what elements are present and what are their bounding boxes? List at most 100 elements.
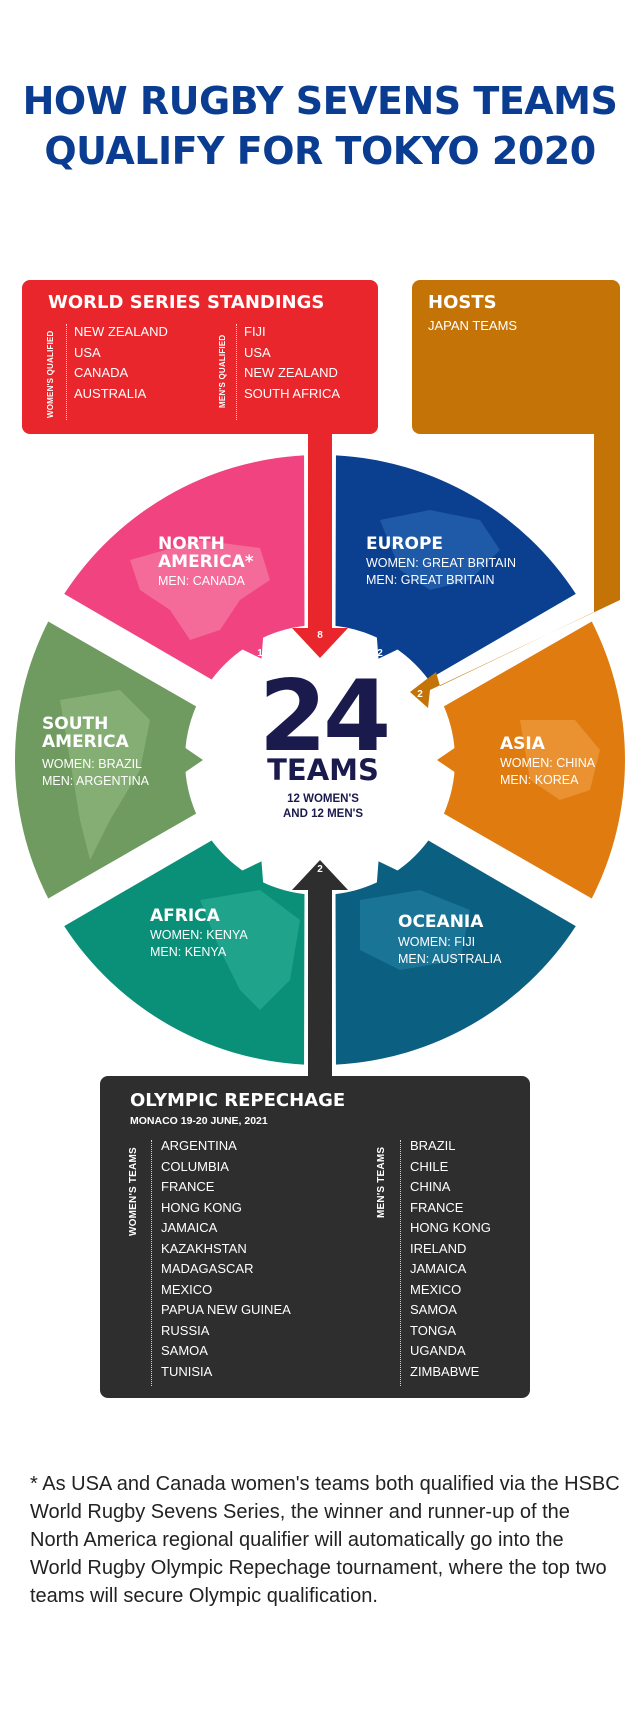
repechage-subheading: MONACO 19-20 JUNE, 2021 <box>130 1115 268 1127</box>
repechage-women-team: RUSSIA <box>161 1322 210 1338</box>
repechage-men-team: SAMOA <box>410 1302 457 1317</box>
mens-count-text: AND 12 MEN'S <box>282 808 364 820</box>
repechage-women-team: MADAGASCAR <box>161 1261 254 1276</box>
repechage-women-team: JAMAICA <box>161 1220 218 1235</box>
repechage-box: OLYMPIC REPECHAGE MONACO 19-20 JUNE, 202… <box>100 1076 530 1398</box>
world-series-box: WORLD SERIES STANDINGS WOMEN'S QUALIFIED… <box>22 280 378 434</box>
repechage-women-team: TUNISIA <box>161 1363 213 1379</box>
title-line-1: HOW RUGBY SEVENS TEAMS <box>22 79 618 123</box>
oceania-men: MEN: AUSTRALIA <box>398 952 502 966</box>
men-qualified-divider <box>236 324 237 420</box>
europe-men: MEN: GREAT BRITAIN <box>366 573 495 587</box>
women-qualified-label: WOMEN'S QUALIFIED <box>46 330 55 418</box>
repechage-men-team: MEXICO <box>410 1281 462 1297</box>
repechage-men-team: CHILE <box>410 1158 449 1174</box>
repechage-connector-arrow <box>292 860 348 1080</box>
repechage-women-team: MEXICO <box>161 1281 213 1297</box>
repechage-men-team: TONGA <box>410 1322 456 1338</box>
page-title: HOW RUGBY SEVENS TEAMS QUALIFY FOR TOKYO… <box>0 76 640 176</box>
repechage-women-team: SAMOA <box>161 1343 208 1358</box>
hosts-subtitle: JAPAN TEAMS <box>428 318 518 333</box>
repechage-women-team: ARGENTINA <box>161 1138 237 1153</box>
south-america-map-icon <box>60 690 150 860</box>
men-qualified-team: SOUTH AFRICA <box>244 385 341 401</box>
women-qualified-team: CANADA <box>74 365 129 380</box>
asia-count: 2 <box>433 748 439 759</box>
north-america-name-2: AMERICA* <box>158 552 254 572</box>
footnote: * As USA and Canada women's teams both q… <box>30 1473 620 1607</box>
women-qualified-team: AUSTRALIA <box>74 385 147 401</box>
repechage-men-team: JAMAICA <box>410 1261 467 1276</box>
africa-women: WOMEN: KENYA <box>150 928 248 942</box>
repechage-men-team: BRAZIL <box>410 1138 456 1153</box>
south-america-name-2: AMERICA <box>42 732 129 752</box>
world-series-count: 8 <box>317 630 323 641</box>
total-teams-label: TEAMS <box>267 753 379 787</box>
hosts-heading: HOSTS <box>428 292 497 313</box>
asia-map-icon <box>520 720 600 800</box>
womens-count-text: 12 WOMEN'S <box>287 793 359 805</box>
south-america-men: MEN: ARGENTINA <box>42 774 149 788</box>
repechage-women-list: ARGENTINA COLUMBIA FRANCE HONG KONG JAMAICA K… <box>161 1136 291 1382</box>
north-america-map-icon <box>130 540 270 640</box>
north-america-men: MEN: CANADA <box>158 574 245 588</box>
south-america-arrow <box>181 745 203 775</box>
africa-arrow <box>238 861 264 887</box>
repechage-men-team: FRANCE <box>410 1199 464 1215</box>
repechage-women-team: HONG KONG <box>161 1199 242 1215</box>
oceania-arrow <box>376 861 402 887</box>
oceania-count: 2 <box>377 842 383 853</box>
total-teams-number: 24 <box>258 660 391 774</box>
total-teams-breakdown: 12 WOMEN'S AND 12 MEN'S <box>248 792 398 822</box>
repechage-women-label: WOMEN'S TEAMS <box>128 1147 139 1236</box>
women-qualified-list: NEW ZEALAND USA CANADA AUSTRALIA <box>74 322 168 404</box>
hosts-count: 2 <box>417 689 423 700</box>
repechage-men-team: HONG KONG <box>410 1220 491 1235</box>
repechage-men-team: UGANDA <box>410 1343 466 1358</box>
women-qualified-team: NEW ZEALAND <box>74 324 168 339</box>
women-qualified-divider <box>66 324 67 420</box>
repechage-heading: OLYMPIC REPECHAGE <box>130 1090 346 1111</box>
repechage-women-team: COLUMBIA <box>161 1158 229 1174</box>
hosts-box: HOSTS JAPAN TEAMS <box>412 280 620 434</box>
asia-women: WOMEN: CHINA <box>500 756 596 770</box>
repechage-women-team: KAZAKHSTAN <box>161 1240 247 1256</box>
men-qualified-team: FIJI <box>244 324 266 339</box>
europe-name: EUROPE <box>366 534 444 554</box>
europe-map-icon <box>380 510 500 590</box>
women-qualified-team: USA <box>74 344 101 360</box>
world-series-connector-arrow <box>292 420 348 658</box>
europe-women: WOMEN: GREAT BRITAIN <box>366 556 517 570</box>
oceania-women: WOMEN: FIJI <box>398 935 476 949</box>
repechage-men-list: BRAZIL CHILE CHINA FRANCE HONG KONG IRELAND JA… <box>410 1136 491 1382</box>
repechage-men-team: IRELAND <box>410 1240 467 1256</box>
men-qualified-list: FIJI USA NEW ZEALAND SOUTH AFRICA <box>244 322 340 404</box>
oceania-map-icon <box>360 890 470 970</box>
north-america-arrow <box>238 633 264 659</box>
repechage-women-team: PAPUA NEW GUINEA <box>161 1302 291 1317</box>
asia-men: MEN: KOREA <box>500 773 579 787</box>
men-qualified-label: MEN'S QUALIFIED <box>218 334 227 408</box>
repechage-men-label: MEN'S TEAMS <box>376 1146 387 1218</box>
europe-count: 2 <box>377 648 383 659</box>
repechage-count: 2 <box>317 864 323 875</box>
africa-name: AFRICA <box>150 906 220 926</box>
europe-arrow <box>376 633 402 659</box>
asia-name: ASIA <box>500 734 545 754</box>
repechage-women-divider <box>151 1140 152 1386</box>
north-america-name-1: NORTH <box>158 534 225 554</box>
south-america-name-1: SOUTH <box>42 714 109 734</box>
repechage-men-team: CHINA <box>410 1179 451 1194</box>
repechage-men-divider <box>400 1140 401 1386</box>
repechage-women-team: FRANCE <box>161 1179 215 1194</box>
africa-men: MEN: KENYA <box>150 945 227 959</box>
asia-arrow <box>437 745 459 775</box>
title-line-2: QUALIFY FOR TOKYO 2020 <box>44 129 596 173</box>
men-qualified-team: NEW ZEALAND <box>244 365 338 380</box>
africa-count: 2 <box>249 842 255 853</box>
hosts-connector-arrow <box>410 420 620 708</box>
oceania-name: OCEANIA <box>398 912 484 932</box>
repechage-men-team: ZIMBABWE <box>410 1363 480 1379</box>
africa-map-icon <box>200 890 300 1010</box>
